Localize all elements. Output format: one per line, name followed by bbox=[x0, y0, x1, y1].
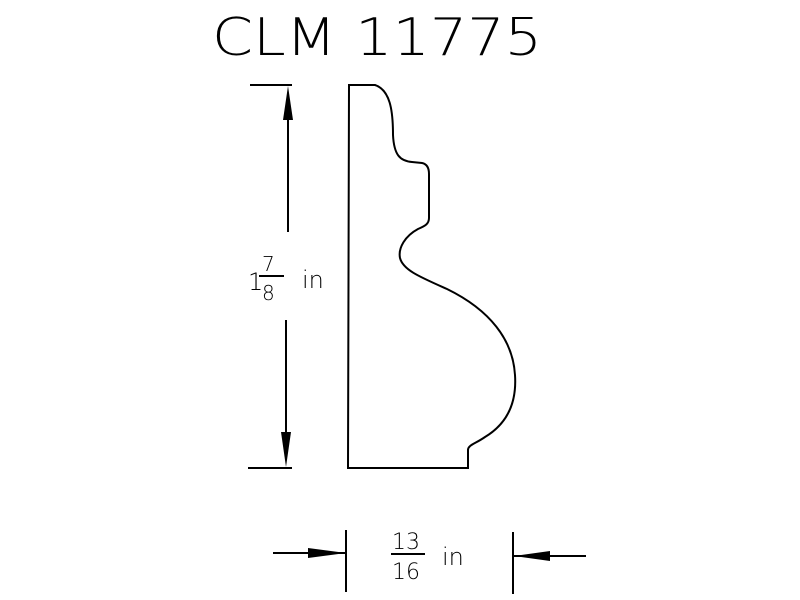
height-numerator: 7 bbox=[262, 252, 275, 276]
width-numerator: 13 bbox=[392, 530, 420, 555]
arrow-right-icon bbox=[308, 548, 346, 558]
width-unit: in bbox=[442, 543, 464, 571]
width-dimension bbox=[273, 530, 586, 594]
width-denominator: 16 bbox=[392, 560, 420, 585]
height-whole: 1 bbox=[248, 268, 263, 296]
height-denominator: 8 bbox=[262, 281, 275, 305]
molding-profile bbox=[346, 84, 517, 469]
drawing-title: CLM 11775 bbox=[212, 8, 542, 68]
height-dimension bbox=[248, 84, 293, 469]
arrow-down-icon bbox=[281, 432, 291, 467]
arrow-left-icon bbox=[514, 551, 550, 561]
height-unit: in bbox=[302, 266, 324, 294]
arrow-up-icon bbox=[283, 86, 293, 120]
